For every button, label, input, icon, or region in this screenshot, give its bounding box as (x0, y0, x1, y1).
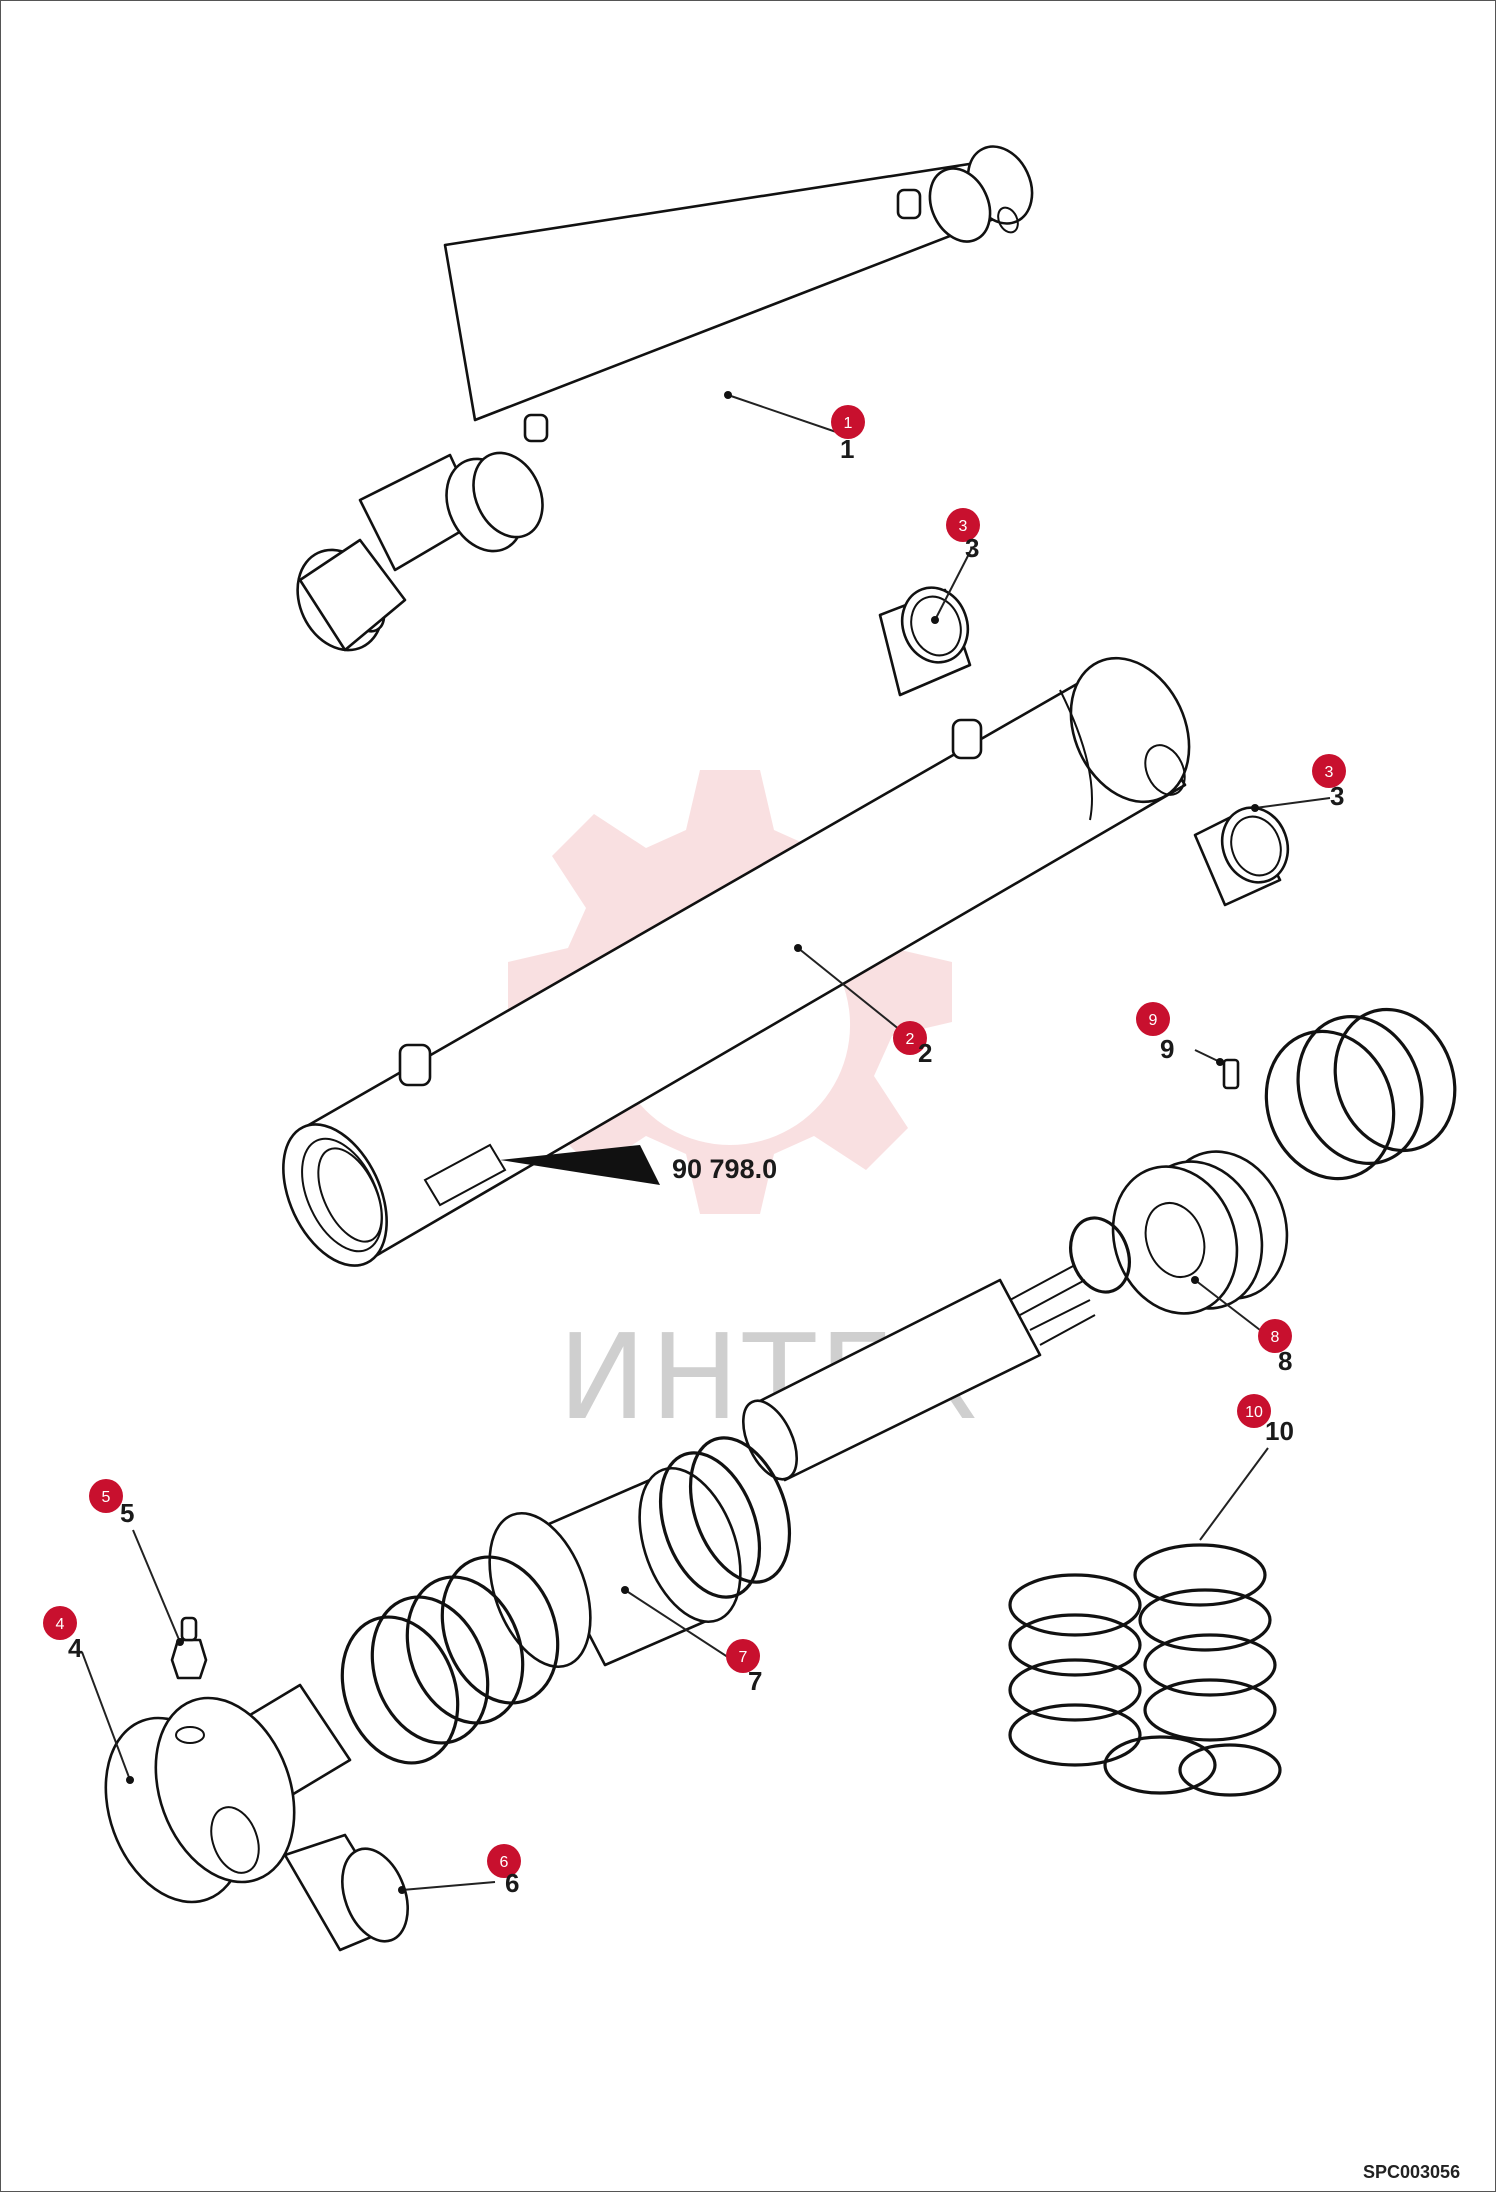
callout-10: 10 10 (1237, 1394, 1294, 1446)
callout-7-badge (726, 1639, 760, 1673)
callout-1-label: 1 (840, 434, 854, 464)
callout-5-badge-text: 5 (102, 1489, 111, 1506)
part-8-piston (1111, 1150, 1289, 1315)
piston-rod (742, 1264, 1096, 1482)
callout-9-label: 9 (1160, 1034, 1174, 1064)
callout-2: 2 2 (893, 1021, 932, 1068)
part-7-gland (488, 1436, 792, 1669)
callout-7-label: 7 (748, 1666, 762, 1696)
callout-9-badge (1136, 1002, 1170, 1036)
part-10-seal-kit (1008, 1543, 1282, 1797)
callout-6: 6 6 (487, 1844, 521, 1898)
callout-1-badge-text: 1 (844, 415, 853, 432)
part-3-bushing-top (878, 586, 972, 697)
callout-9-badge-text: 9 (1149, 1012, 1158, 1029)
callout-8-badge (1258, 1319, 1292, 1353)
callout-10-label: 10 (1265, 1416, 1294, 1446)
callout-1: 1 1 (831, 405, 865, 464)
seal-rings-left (340, 1555, 560, 1765)
callout-8-label: 8 (1278, 1346, 1292, 1376)
callout-7: 7 7 (726, 1639, 762, 1696)
callout-9: 9 9 (1136, 1002, 1174, 1064)
callout-8: 8 8 (1258, 1319, 1292, 1376)
callout-5-badge (89, 1479, 123, 1513)
callout-4-label: 4 (68, 1633, 83, 1663)
callout-3-right: 3 3 (1312, 754, 1346, 811)
callout-6-badge (487, 1844, 521, 1878)
part-9-set-screw (1222, 1058, 1240, 1090)
callout-3-right-badge (1312, 754, 1346, 788)
callout-2-label: 2 (918, 1038, 932, 1068)
o-ring-small (1069, 1216, 1131, 1294)
callout-3-right-label: 3 (1330, 781, 1344, 811)
part-2-cylinder-barrel (282, 656, 1191, 1267)
callout-1-badge (831, 405, 865, 439)
drawing-code: SPC003056 (1363, 2162, 1460, 2182)
callout-3-right-badge-text: 3 (1325, 764, 1334, 781)
callout-4-badge-text: 4 (56, 1616, 65, 1633)
callout-4: 4 4 (43, 1606, 83, 1663)
part-4-rod-eye (104, 1683, 352, 1904)
callout-6-label: 6 (505, 1868, 519, 1898)
callout-3-top-label: 3 (965, 533, 979, 563)
seal-rings-top-right (1264, 1007, 1457, 1181)
callout-8-badge-text: 8 (1271, 1329, 1280, 1346)
callout-4-badge (43, 1606, 77, 1640)
leader-lines (81, 391, 1331, 1894)
callout-3-top: 3 3 (946, 508, 980, 563)
stamp-pointer: 90 798.0 (500, 1145, 777, 1185)
callout-7-badge-text: 7 (739, 1649, 748, 1666)
part-1-cylinder-assembly (296, 145, 1034, 652)
stamp-text: 90 798.0 (672, 1154, 777, 1184)
callout-3-top-badge (946, 508, 980, 542)
callout-6-badge-text: 6 (500, 1854, 509, 1871)
part-5-grease-nipple (170, 1616, 208, 1680)
callout-5-label: 5 (120, 1498, 134, 1528)
part-6-bushing (283, 1833, 409, 1952)
callout-10-badge-text: 10 (1245, 1404, 1263, 1421)
callout-2-badge (893, 1021, 927, 1055)
callout-2-badge-text: 2 (906, 1031, 915, 1048)
callout-10-badge (1237, 1394, 1271, 1428)
callout-3-top-badge-text: 3 (959, 518, 968, 535)
callout-5: 5 5 (89, 1479, 134, 1528)
part-3-bushing-right (1193, 806, 1290, 907)
